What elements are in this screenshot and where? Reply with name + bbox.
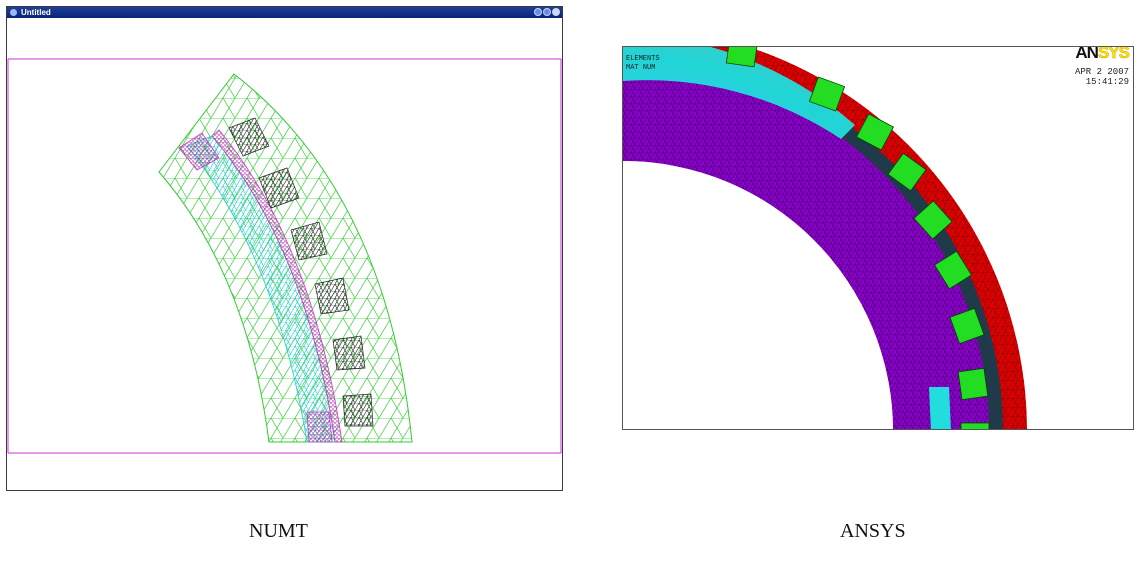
slot [725,47,759,68]
coil-slot [314,277,350,315]
maximize-icon[interactable] [543,8,551,16]
air-gap-band [211,129,343,443]
caption-numt: NUMT [249,520,308,542]
coil-slot [290,221,328,261]
bore-inner [623,161,893,429]
plot-time: 15:41:29 [1085,77,1129,87]
slot [934,250,972,290]
coil-slot [228,117,270,157]
numt-mesh-canvas[interactable] [7,18,562,490]
caption-ansys: ANSYS [840,520,906,542]
slot [808,76,846,112]
magnet-bottom [929,387,951,429]
window-title: Untitled [21,8,51,17]
slot [960,422,990,429]
rotor-mesh [623,65,989,429]
numt-window: Untitled [6,6,563,491]
slot [913,200,953,240]
plot-info-line2: MAT NUM [626,64,656,72]
magnet-end-bottom [306,411,333,443]
ansys-plot[interactable]: ELEMENTS MAT NUM ANSYS APR 2 2007 15:41:… [622,46,1134,430]
slot [887,152,927,192]
minimize-icon[interactable] [534,8,542,16]
slot [855,113,895,151]
coil-slot [342,393,374,427]
window-titlebar[interactable]: Untitled [7,7,562,18]
close-icon[interactable] [552,8,560,16]
coil-slot [332,335,366,371]
app-icon [10,9,17,16]
ansys-mesh [623,47,1027,429]
coil-slot [258,167,300,209]
magnet-end-top [178,132,220,171]
stator-slots [725,47,990,429]
slot [949,307,985,345]
slot [957,367,989,401]
magnet-top [623,47,855,139]
plot-date: APR 2 2007 [1074,67,1129,77]
plot-info-line1: ELEMENTS [626,55,660,63]
ansys-logo: ANSYS [1075,46,1130,62]
